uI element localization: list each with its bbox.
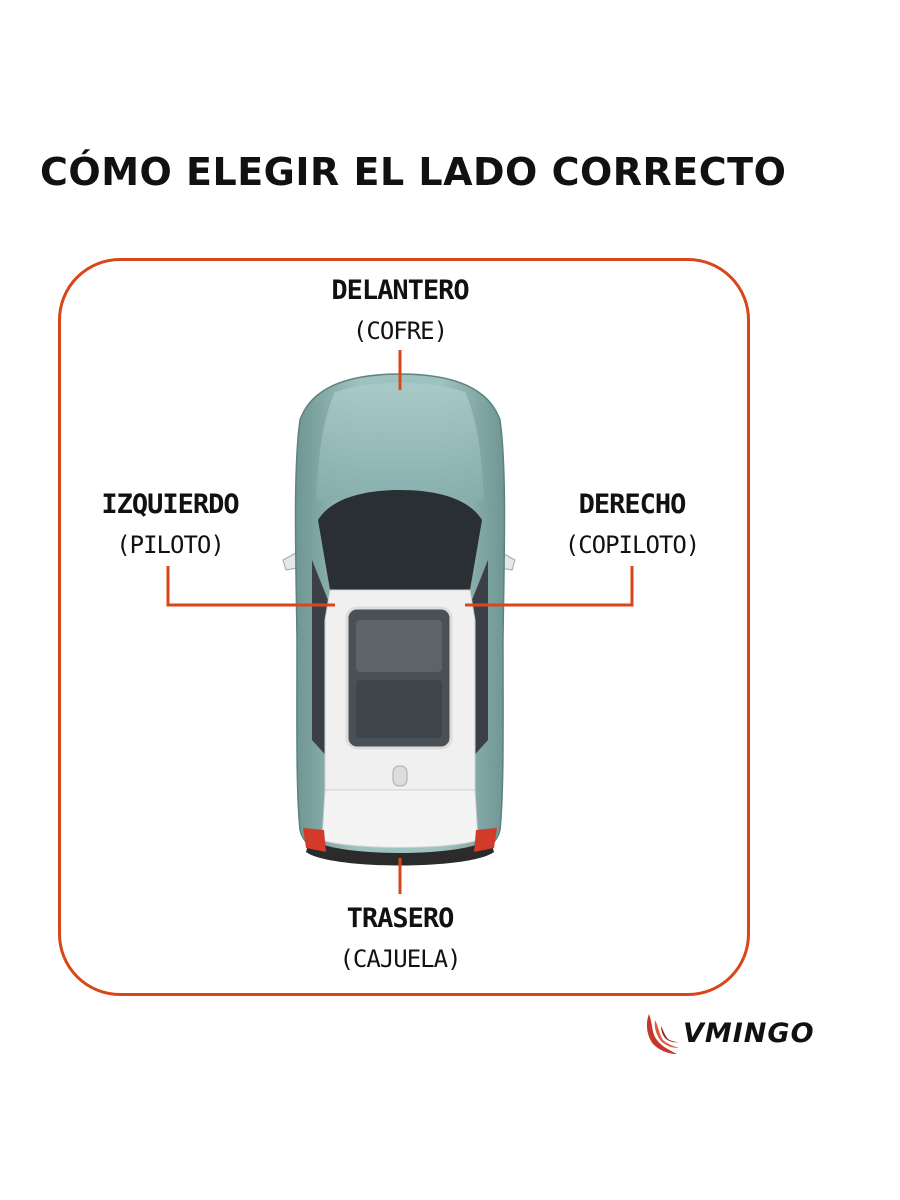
- rear-label-sub: (CAJUELA): [339, 945, 461, 973]
- wing-icon: [646, 1014, 679, 1054]
- rear-label: TRASERO (CAJUELA): [300, 902, 500, 976]
- front-label-sub: (COFRE): [352, 317, 448, 345]
- rear-hatch: [321, 789, 479, 848]
- brand-logo-text: VMINGO: [683, 1018, 815, 1049]
- car-top-view: [282, 373, 516, 866]
- left-label-sub: (PILOTO): [116, 531, 225, 559]
- right-label: DERECHO (COPILOTO): [532, 488, 732, 562]
- left-label-main: IZQUIERDO: [101, 489, 239, 520]
- brand-logo: VMINGO: [643, 1010, 865, 1060]
- diagram-frame: [58, 258, 750, 996]
- front-label-main: DELANTERO: [331, 275, 469, 306]
- connector-lines: [166, 350, 634, 894]
- left-label: IZQUIERDO (PILOTO): [70, 488, 270, 562]
- right-label-sub: (COPILOTO): [564, 531, 701, 559]
- front-label: DELANTERO (COFRE): [300, 274, 500, 348]
- rear-bumper: [306, 838, 494, 866]
- right-tail-light: [474, 828, 497, 852]
- windshield: [318, 490, 482, 590]
- right-connector: [465, 566, 634, 607]
- left-connector: [166, 566, 335, 607]
- page-title: CÓMO ELEGIR EL LADO CORRECTO: [40, 150, 787, 194]
- right-label-main: DERECHO: [578, 489, 687, 520]
- hood: [316, 383, 484, 500]
- left-tail-light: [303, 828, 326, 852]
- rear-label-main: TRASERO: [346, 903, 455, 934]
